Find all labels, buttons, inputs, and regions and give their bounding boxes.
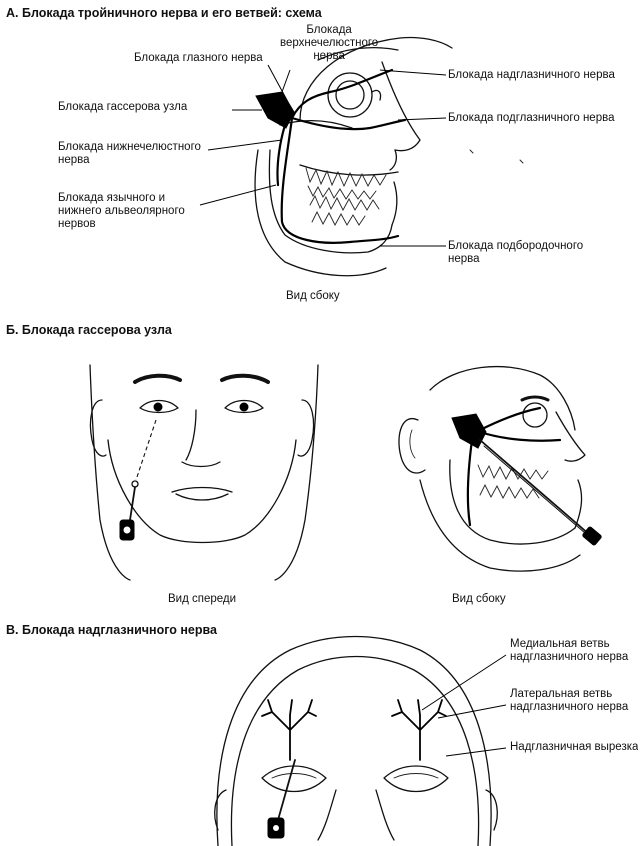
caption-front-view: Вид спереди bbox=[168, 593, 237, 605]
gasserian-ganglion-marker bbox=[255, 91, 295, 129]
section-b-title: Б. Блокада гассерова узла bbox=[6, 323, 172, 337]
section-a-title: А. Блокада тройничного нерва и его ветве… bbox=[6, 6, 322, 20]
label-infraorbital-block: Блокада подглазничного нерва bbox=[448, 112, 615, 124]
label-mandibular-block: Блокада нижнечелюстного нерва bbox=[58, 141, 201, 166]
face-side-diagram bbox=[398, 366, 602, 572]
syringe-side bbox=[582, 526, 602, 546]
label-medial-branch: Медиальная ветвь надглазничного нерва bbox=[510, 638, 629, 663]
label-supraorbital-notch: Надглазничная вырезка bbox=[510, 741, 638, 753]
caption-side-view-b: Вид сбоку bbox=[452, 593, 506, 605]
label-lateral-branch: Латеральная ветвь надглазничного нерва bbox=[510, 688, 629, 713]
left-eye-region bbox=[261, 765, 327, 792]
label-gasserian-block: Блокада гассерова узла bbox=[58, 101, 188, 113]
face-front-diagram bbox=[89, 364, 319, 581]
caption-side-view-a: Вид сбоку bbox=[286, 290, 340, 302]
eye-orbit bbox=[327, 72, 373, 118]
right-eyebrow bbox=[220, 373, 270, 384]
section-c-title: В. Блокада надглазничного нерва bbox=[6, 623, 217, 637]
left-eyebrow bbox=[133, 373, 182, 384]
label-ophthalmic-block: Блокада глазного нерва bbox=[134, 52, 263, 64]
label-mental-block: Блокада подбородочного нерва bbox=[448, 240, 584, 265]
label-supraorbital-block: Блокада надглазничного нерва bbox=[448, 69, 615, 81]
forehead-diagram bbox=[214, 635, 507, 846]
right-eye bbox=[224, 399, 264, 414]
right-eye-region bbox=[383, 765, 449, 792]
skull-lateral-diagram bbox=[199, 36, 524, 277]
gasserian-ganglion-side bbox=[451, 413, 487, 449]
label-maxillary-block: Блокада верхнечелюстного нерва bbox=[280, 24, 379, 62]
left-eye bbox=[139, 399, 179, 414]
label-lingual-block: Блокада язычного и нижнего альвеолярного… bbox=[58, 192, 185, 230]
